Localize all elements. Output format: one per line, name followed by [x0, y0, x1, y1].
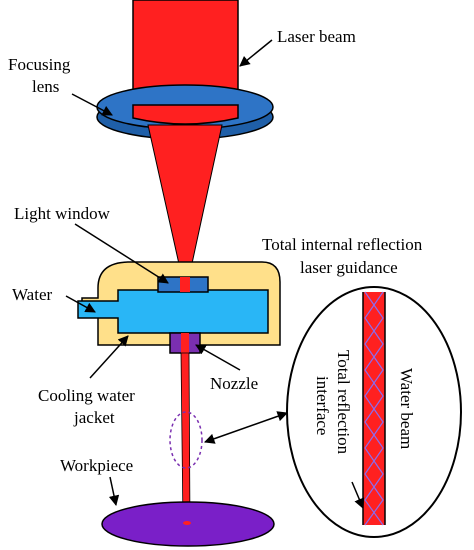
tri-label-2: interface: [313, 376, 332, 435]
focusing-lens-label-2: lens: [32, 77, 59, 96]
water-leader: [65, 295, 96, 313]
focusing-lens-label-1: Focusing: [8, 55, 71, 74]
nozzle-leader: [195, 344, 241, 371]
laser-beam-label: Laser beam: [277, 27, 356, 46]
water-chamber: [77, 289, 269, 334]
focusing-lens: [96, 84, 274, 140]
water-label: Water: [12, 285, 52, 304]
tir-label-2: laser guidance: [300, 258, 398, 277]
light-window-label: Light window: [14, 204, 111, 223]
focused-laser-cone: [147, 124, 223, 283]
zoom-connector: [204, 411, 288, 444]
jacket-label-1: Cooling water: [38, 386, 135, 405]
zoom-detail: [286, 286, 462, 538]
jacket-label-2: jacket: [73, 408, 115, 427]
water-beam-label: Water beam: [397, 368, 416, 449]
jacket-leader: [89, 335, 129, 379]
nozzle-label: Nozzle: [210, 374, 258, 393]
interface-leader: [351, 481, 365, 509]
light-window-leader: [74, 223, 169, 284]
workpiece-label: Workpiece: [60, 456, 133, 475]
laser-beam-leader: [239, 39, 273, 67]
workpiece-leader: [108, 476, 120, 507]
tir-label-1: Total internal reflection: [262, 235, 423, 254]
focusing-lens-leader: [71, 93, 113, 116]
water-jet: [180, 352, 191, 526]
zoom-region-marker: [169, 411, 203, 469]
tri-label-1: Total reflection: [334, 350, 353, 455]
